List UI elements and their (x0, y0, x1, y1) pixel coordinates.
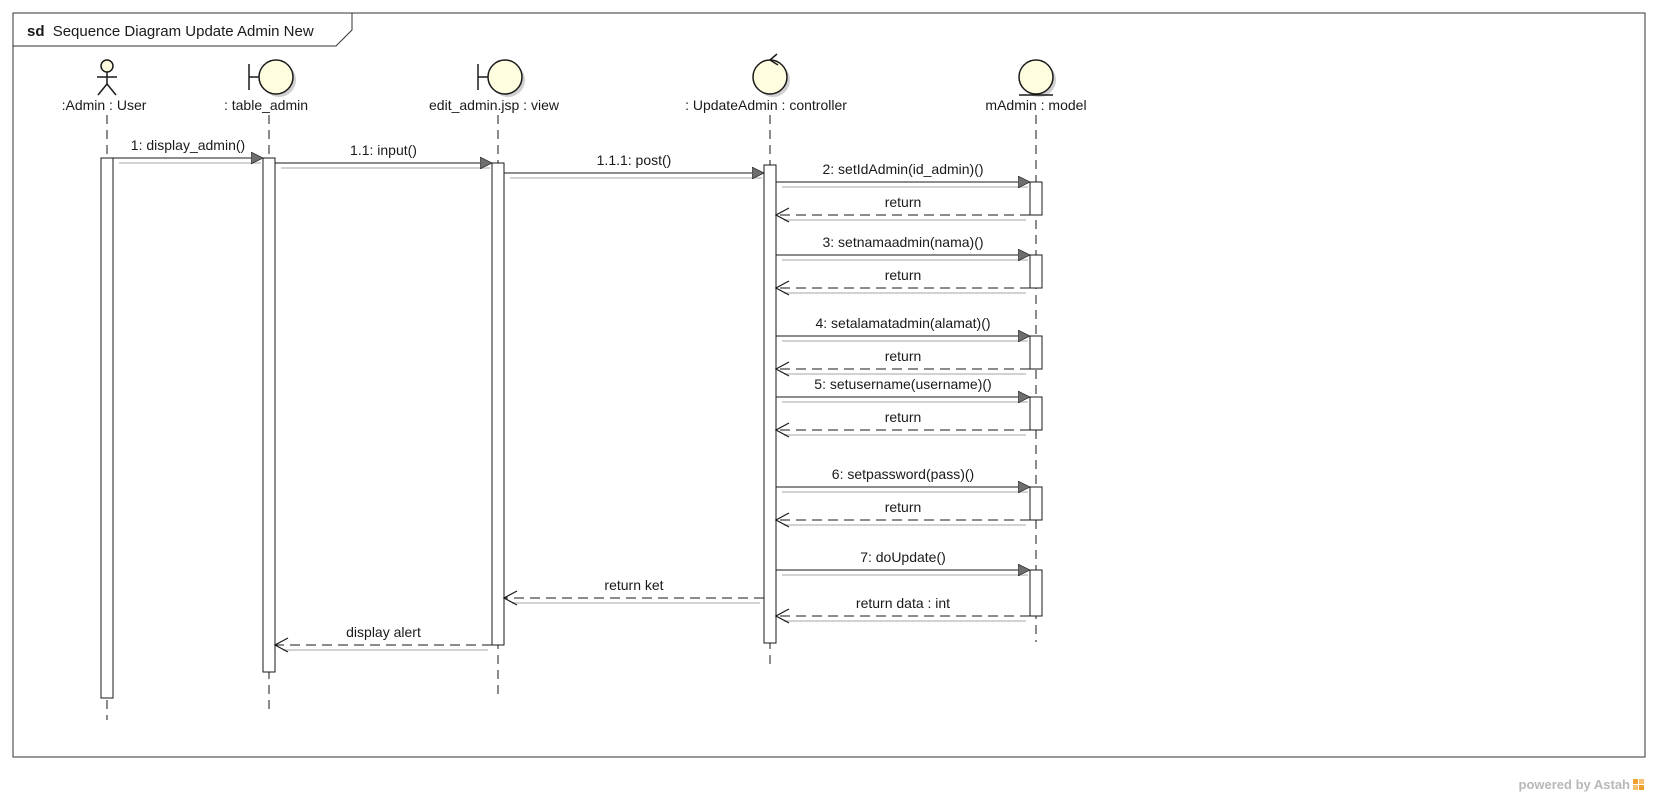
message-16-return-ket[interactable]: return ket (502, 577, 764, 606)
message-label: 1.1.1: post() (597, 152, 672, 168)
message-label: display alert (346, 624, 421, 640)
boundary-icon (477, 59, 525, 97)
message-label: 5: setusername(username)() (814, 376, 991, 392)
lifelines: :Admin : User : table_admin (62, 53, 1087, 720)
message-8-4-setalamatadmin-alamat[interactable]: 4: setalamatadmin(alamat)() (776, 315, 1030, 342)
lifeline-edit-admin[interactable]: edit_admin.jsp : view (429, 59, 560, 696)
open-arrowhead-icon (774, 422, 790, 438)
message-6-3-setnamaadmin-nama[interactable]: 3: setnamaadmin(nama)() (776, 234, 1030, 261)
lifeline-label: : UpdateAdmin : controller (685, 97, 847, 113)
activation-bar (763, 164, 777, 644)
message-label: return (885, 348, 922, 364)
entity-icon (1018, 59, 1056, 97)
activation-bar (1029, 335, 1043, 370)
message-1-1-display-admin[interactable]: 1: display_admin() (113, 137, 263, 164)
frame-name: Sequence Diagram Update Admin New (53, 23, 314, 40)
open-arrowhead-icon (774, 608, 790, 624)
message-label: return ket (604, 577, 663, 593)
open-arrowhead-icon (774, 207, 790, 223)
footer-text: powered by Astah (1519, 777, 1631, 792)
message-label: return (885, 409, 922, 425)
message-label: 1.1: input() (350, 142, 417, 158)
lifeline-madmin[interactable]: mAdmin : model (985, 59, 1087, 642)
message-label: 1: display_admin() (131, 137, 245, 153)
activation-bar (1029, 486, 1043, 521)
frame-title: sd Sequence Diagram Update Admin New (27, 23, 314, 40)
message-5-return[interactable]: return (774, 194, 1030, 223)
frame-keyword: sd (27, 23, 45, 40)
message-label: 7: doUpdate() (860, 549, 946, 565)
message-11-return[interactable]: return (774, 409, 1030, 438)
message-label: 2: setIdAdmin(id_admin)() (822, 161, 983, 177)
message-15-return-data-int[interactable]: return data : int (774, 595, 1030, 624)
message-label: return (885, 499, 922, 515)
message-label: 4: setalamatadmin(alamat)() (815, 315, 990, 331)
message-label: return (885, 194, 922, 210)
message-17-display-alert[interactable]: display alert (273, 624, 492, 653)
activation-bar (100, 157, 114, 699)
open-arrowhead-icon (774, 512, 790, 528)
lifeline-admin[interactable]: :Admin : User (62, 59, 147, 720)
open-arrowhead-icon (273, 637, 289, 653)
message-14-7-doupdate[interactable]: 7: doUpdate() (776, 549, 1030, 576)
message-12-6-setpassword-pass[interactable]: 6: setpassword(pass)() (776, 466, 1030, 493)
message-2-1-1-input[interactable]: 1.1: input() (275, 142, 492, 169)
message-4-2-setidadmin-id-admin[interactable]: 2: setIdAdmin(id_admin)() (776, 161, 1030, 188)
control-icon (752, 53, 790, 97)
open-arrowhead-icon (774, 280, 790, 296)
lifeline-table-admin[interactable]: : table_admin (224, 59, 308, 712)
activation-bar (1029, 569, 1043, 617)
lifeline-label: edit_admin.jsp : view (429, 97, 560, 113)
activation-bar (262, 157, 276, 673)
activation-bar (491, 162, 505, 646)
boundary-icon (248, 59, 296, 97)
activation-bar (1029, 396, 1043, 431)
astah-watermark: powered by Astah (1519, 777, 1644, 792)
message-label: return (885, 267, 922, 283)
open-arrowhead-icon (774, 361, 790, 377)
message-10-5-setusername-username[interactable]: 5: setusername(username)() (776, 376, 1030, 403)
interaction-frame: sd Sequence Diagram Update Admin New (12, 12, 1646, 758)
message-label: return data : int (856, 595, 950, 611)
lifeline-label: : table_admin (224, 97, 308, 113)
activation-bar (1029, 181, 1043, 216)
message-13-return[interactable]: return (774, 499, 1030, 528)
message-label: 6: setpassword(pass)() (832, 466, 974, 482)
open-arrowhead-icon (502, 590, 518, 606)
lifeline-update-admin[interactable]: : UpdateAdmin : controller (685, 53, 847, 668)
lifeline-label: mAdmin : model (985, 97, 1086, 113)
message-9-return[interactable]: return (774, 348, 1030, 377)
lifeline-label: :Admin : User (62, 97, 147, 113)
actor-icon (97, 59, 117, 96)
message-label: 3: setnamaadmin(nama)() (822, 234, 983, 250)
messages: 1: display_admin() 1.1: input() 1.1.1: pos… (113, 137, 1030, 653)
astah-logo-icon (1633, 779, 1644, 790)
message-3-1-1-1-post[interactable]: 1.1.1: post() (504, 152, 764, 179)
message-7-return[interactable]: return (774, 267, 1030, 296)
activation-bar (1029, 254, 1043, 289)
